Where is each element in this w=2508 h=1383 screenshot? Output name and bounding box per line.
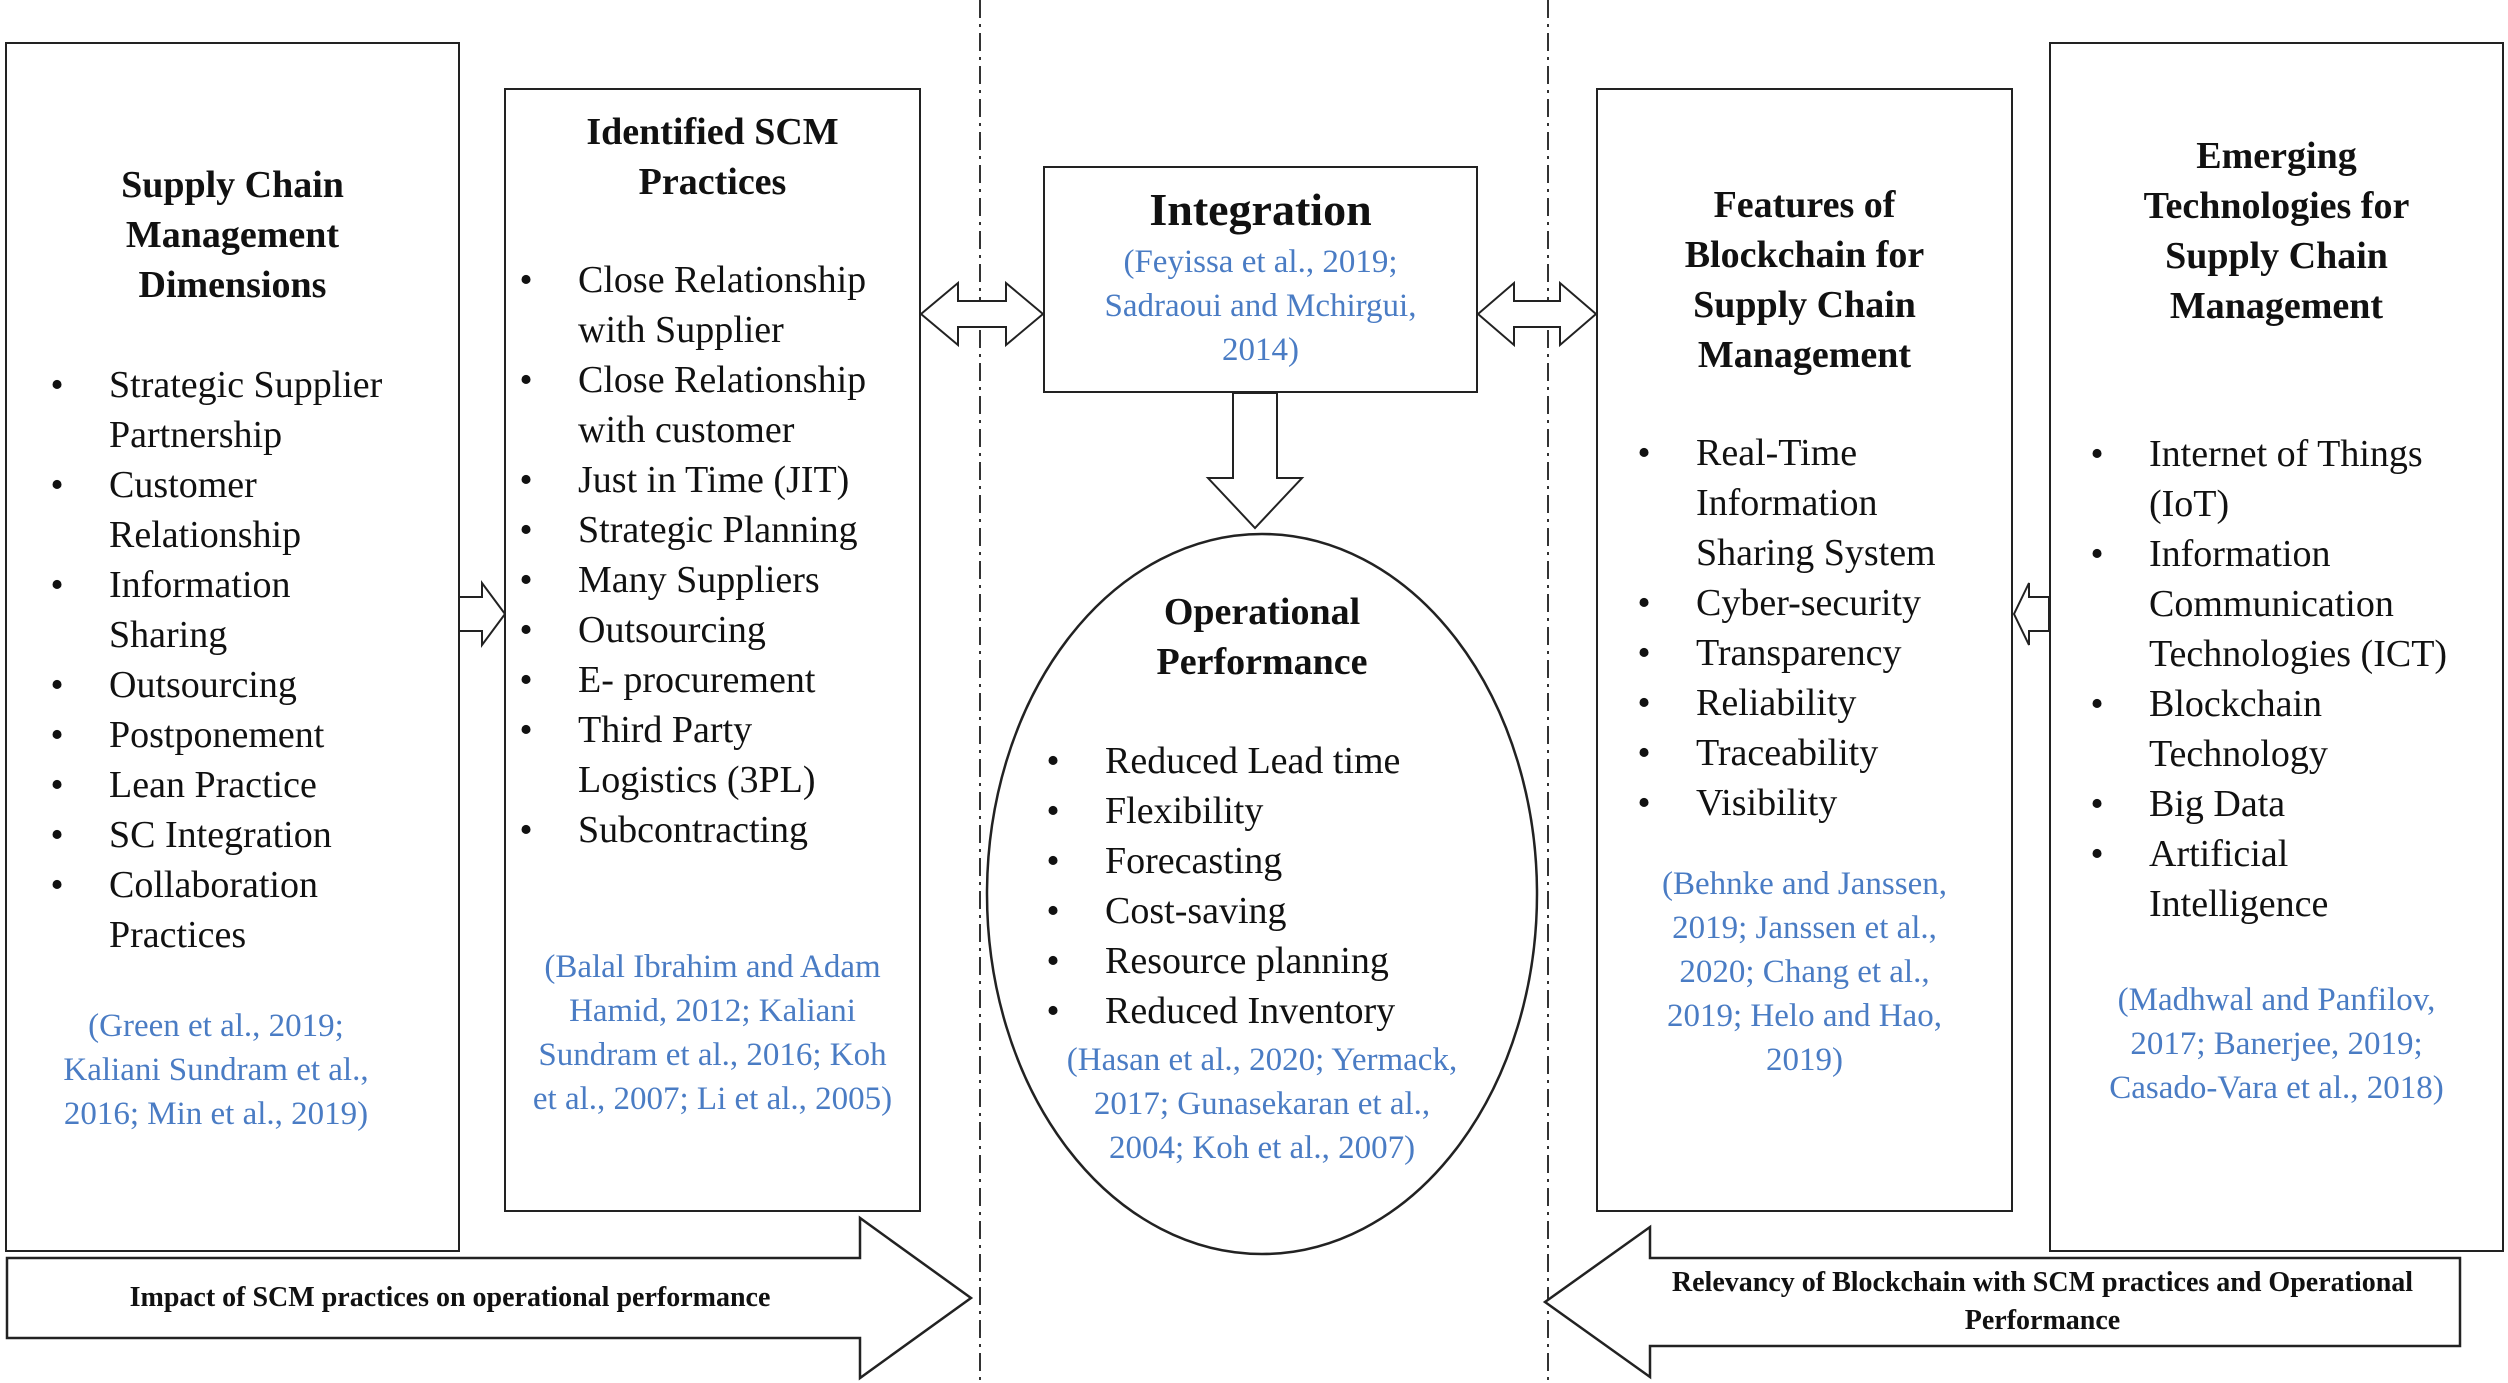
integration-box: Integration (Feyissa et al., 2019; Sadra… bbox=[1043, 166, 1478, 393]
list-item: Strategic Planning bbox=[516, 505, 915, 555]
scm-dimensions-list: Strategic Supplier Partnership Customer … bbox=[47, 360, 452, 960]
list-item: Outsourcing bbox=[516, 605, 915, 655]
list-item: Traceability bbox=[1634, 728, 2007, 778]
technologies-to-blockchain-arrow bbox=[2012, 582, 2050, 646]
list-item: Blockchain Technology bbox=[2087, 679, 2498, 779]
blockchain-features-list: Real-Time Information Sharing System Cyb… bbox=[1634, 428, 2007, 828]
list-item: Real-Time Information Sharing System bbox=[1634, 428, 2007, 578]
scm-practices-title: Identified SCM Practices bbox=[586, 111, 839, 203]
practices-integration-double-arrow bbox=[919, 280, 1045, 348]
emerging-technologies-list: Internet of Things (IoT) Information Com… bbox=[2087, 429, 2498, 929]
list-item: Cyber-security bbox=[1634, 578, 2007, 628]
list-item: Reduced Inventory bbox=[1043, 986, 1503, 1036]
list-item: Information Sharing bbox=[47, 560, 452, 660]
list-item: Lean Practice bbox=[47, 760, 452, 810]
list-item: Artificial Intelligence bbox=[2087, 829, 2498, 929]
emerging-technologies-box: Emerging Technologies for Supply Chain M… bbox=[2049, 42, 2504, 1252]
list-item: Forecasting bbox=[1043, 836, 1503, 886]
dimensions-to-practices-arrow bbox=[457, 579, 507, 649]
scm-dimensions-title: Supply Chain Management Dimensions bbox=[121, 164, 344, 306]
list-item: Close Relationship with customer bbox=[516, 355, 915, 455]
list-item: Reduced Lead time bbox=[1043, 736, 1503, 786]
integration-title: Integration bbox=[1149, 184, 1372, 235]
list-item: Subcontracting bbox=[516, 805, 915, 855]
blockchain-features-box: Features of Blockchain for Supply Chain … bbox=[1596, 88, 2013, 1212]
integration-blockchain-double-arrow bbox=[1476, 280, 1598, 348]
impact-band-arrow bbox=[5, 1215, 974, 1381]
list-item: Close Relationship with Supplier bbox=[516, 255, 915, 355]
list-item: Many Suppliers bbox=[516, 555, 915, 605]
scm-dimensions-box: Supply Chain Management Dimensions Strat… bbox=[5, 42, 460, 1252]
list-item: Flexibility bbox=[1043, 786, 1503, 836]
scm-practices-citation: (Balal Ibrahim and Adam Hamid, 2012; Kal… bbox=[532, 949, 893, 1117]
operational-performance-title: Operational Performance bbox=[1156, 591, 1368, 683]
relevancy-band-label: Relevancy of Blockchain with SCM practic… bbox=[1671, 1267, 2414, 1336]
integration-to-performance-arrow bbox=[1205, 392, 1305, 530]
list-item: Third Party Logistics (3PL) bbox=[516, 705, 915, 805]
list-item: Outsourcing bbox=[47, 660, 452, 710]
list-item: Resource planning bbox=[1043, 936, 1503, 986]
integration-citation: (Feyissa et al., 2019; Sadraoui and Mchi… bbox=[1104, 244, 1417, 368]
list-item: Internet of Things (IoT) bbox=[2087, 429, 2498, 529]
impact-band-label: Impact of SCM practices on operational p… bbox=[129, 1282, 771, 1313]
list-item: Visibility bbox=[1634, 778, 2007, 828]
list-item: Postponement bbox=[47, 710, 452, 760]
list-item: Information Communication Technologies (… bbox=[2087, 529, 2498, 679]
operational-performance-list: Reduced Lead time Flexibility Forecastin… bbox=[1043, 736, 1503, 1036]
scm-practices-list: Close Relationship with Supplier Close R… bbox=[516, 255, 915, 855]
blockchain-features-title: Features of Blockchain for Supply Chain … bbox=[1684, 184, 1925, 376]
list-item: Big Data bbox=[2087, 779, 2498, 829]
list-item: Just in Time (JIT) bbox=[516, 455, 915, 505]
emerging-technologies-title: Emerging Technologies for Supply Chain M… bbox=[2143, 135, 2410, 327]
list-item: Transparency bbox=[1634, 628, 2007, 678]
list-item: Cost-saving bbox=[1043, 886, 1503, 936]
blockchain-features-citation: (Behnke and Janssen, 2019; Janssen et al… bbox=[1661, 866, 1947, 1078]
operational-performance-citation: (Hasan et al., 2020; Yermack, 2017; Guna… bbox=[1066, 1042, 1458, 1166]
scm-dimensions-citation: (Green et al., 2019; Kaliani Sundram et … bbox=[63, 1008, 369, 1132]
emerging-technologies-citation: (Madhwal and Panfilov, 2017; Banerjee, 2… bbox=[2109, 982, 2444, 1106]
relevancy-band-arrow bbox=[1542, 1224, 2462, 1380]
list-item: Collaboration Practices bbox=[47, 860, 452, 960]
list-item: Reliability bbox=[1634, 678, 2007, 728]
list-item: SC Integration bbox=[47, 810, 452, 860]
list-item: Customer Relationship bbox=[47, 460, 452, 560]
list-item: Strategic Supplier Partnership bbox=[47, 360, 452, 460]
scm-practices-box: Identified SCM Practices Close Relations… bbox=[504, 88, 921, 1212]
list-item: E- procurement bbox=[516, 655, 915, 705]
